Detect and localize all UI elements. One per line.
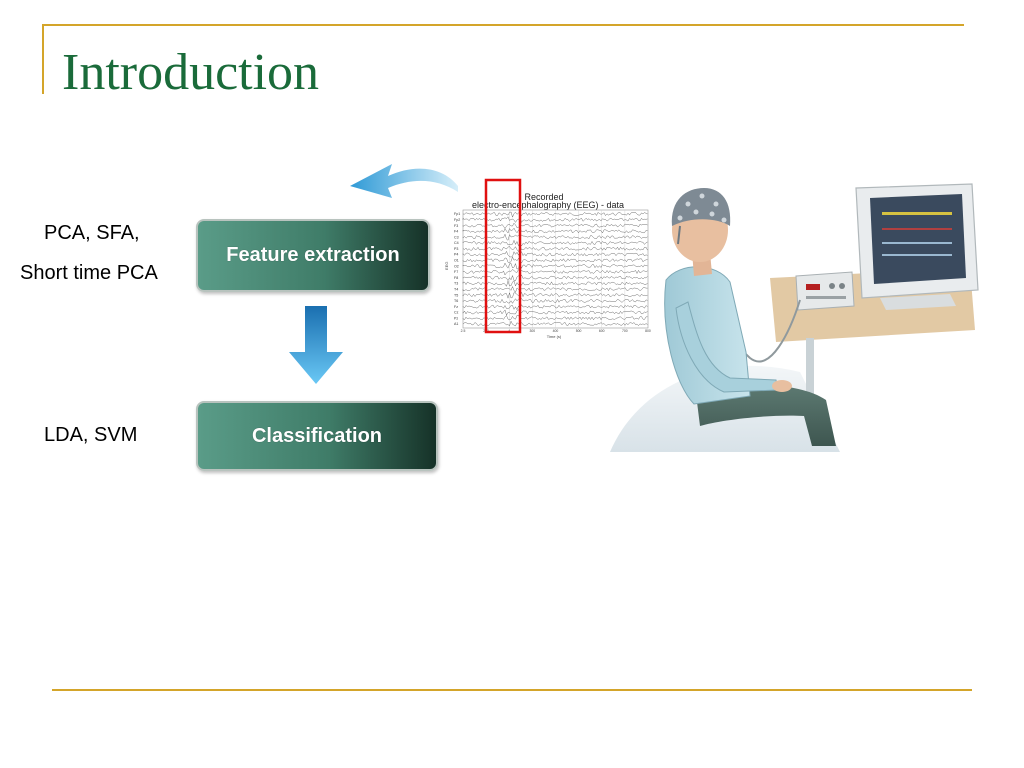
classification-box: Classification	[196, 401, 438, 471]
eeg-channel-label: Fp2	[454, 218, 460, 222]
eeg-channel-label: F7	[454, 270, 458, 274]
eeg-trace	[462, 222, 648, 229]
eeg-channel-label: T4	[454, 287, 458, 291]
eeg-trace	[462, 286, 648, 293]
eeg-data-panel: Recorded electro-encephalography (EEG) -…	[444, 178, 651, 339]
top-accent-line	[42, 24, 964, 26]
eeg-channel-label: Pz	[454, 316, 458, 320]
feature-extraction-label: Feature extraction	[226, 244, 400, 266]
eeg-trace	[462, 297, 648, 304]
eeg-trace	[462, 216, 648, 223]
bottom-accent-line	[52, 689, 972, 691]
eeg-channel-label: F4	[454, 230, 458, 234]
eeg-x-tick-label: 300	[530, 329, 536, 333]
person-arm	[675, 301, 779, 393]
eeg-x-tick-label: 500	[576, 329, 582, 333]
eeg-gridlines	[485, 210, 626, 328]
eeg-trace	[462, 320, 648, 327]
eeg-traces	[462, 211, 648, 327]
left-accent-line	[42, 24, 44, 94]
eeg-trace	[462, 256, 648, 264]
eeg-trace	[462, 291, 648, 299]
eeg-channel-label: C4	[454, 241, 459, 245]
down-arrow-icon	[289, 306, 343, 384]
eeg-x-tick-label: 800	[645, 329, 651, 333]
eeg-trace	[462, 211, 648, 218]
eeg-xlabel: Time (s)	[547, 334, 562, 339]
eeg-trace	[462, 280, 648, 287]
eeg-trace	[462, 227, 648, 234]
curved-arrow-icon	[350, 164, 458, 198]
monitor	[855, 183, 979, 310]
slide-title: Introduction	[62, 44, 320, 101]
person-torso	[664, 266, 751, 405]
eeg-ylabel: EEG	[444, 262, 449, 270]
eeg-channel-label: Fp1	[454, 212, 460, 216]
eeg-trace	[462, 262, 648, 270]
eeg-trace	[462, 309, 648, 316]
eeg-channel-label: O2	[454, 264, 459, 268]
eeg-channel-label: P3	[454, 247, 458, 251]
eeg-title-line2: electro-encephalography (EEG) - data	[472, 200, 624, 210]
eeg-trace	[462, 315, 648, 321]
eeg-x-tick-label: 2.5	[461, 329, 466, 333]
eeg-cap-icon	[671, 188, 731, 226]
eeg-trace	[462, 251, 648, 258]
eeg-channel-label: Cz	[454, 311, 459, 315]
eeg-trace	[462, 304, 648, 311]
eeg-trace	[462, 245, 648, 252]
eeg-channel-label: Fz	[454, 305, 458, 309]
classification-label: Classification	[251, 424, 383, 447]
person-legs	[696, 384, 836, 446]
eeg-channel-label: O1	[454, 259, 459, 263]
eeg-channel-label: C3	[454, 235, 459, 239]
eeg-trace	[462, 239, 648, 247]
feature-method-label-2: Short time PCA	[20, 262, 158, 284]
eeg-channel-label: F3	[454, 224, 458, 228]
eeg-channel-label: A1	[454, 322, 458, 326]
eeg-recording-illustration	[610, 183, 979, 452]
eeg-x-tick-label: 600	[599, 329, 605, 333]
eeg-highlight-window	[484, 178, 522, 334]
eeg-x-tick-label: 400	[553, 329, 559, 333]
eeg-x-tick-label: 700	[622, 329, 628, 333]
eeg-channel-label: T3	[454, 282, 458, 286]
eeg-channel-label: P4	[454, 253, 458, 257]
eeg-trace	[462, 274, 648, 281]
eeg-trace	[462, 233, 648, 241]
eeg-trace	[462, 269, 648, 276]
eeg-channel-label: T5	[454, 293, 458, 297]
feature-method-label-1: PCA, SFA,	[44, 222, 140, 244]
amplifier-device	[795, 271, 855, 311]
eeg-channel-label: F8	[454, 276, 458, 280]
eeg-channel-label: T6	[454, 299, 458, 303]
classification-method-label: LDA, SVM	[44, 424, 138, 446]
eeg-title-line1: Recorded	[524, 192, 563, 202]
feature-extraction-box: Feature extraction	[196, 219, 430, 292]
